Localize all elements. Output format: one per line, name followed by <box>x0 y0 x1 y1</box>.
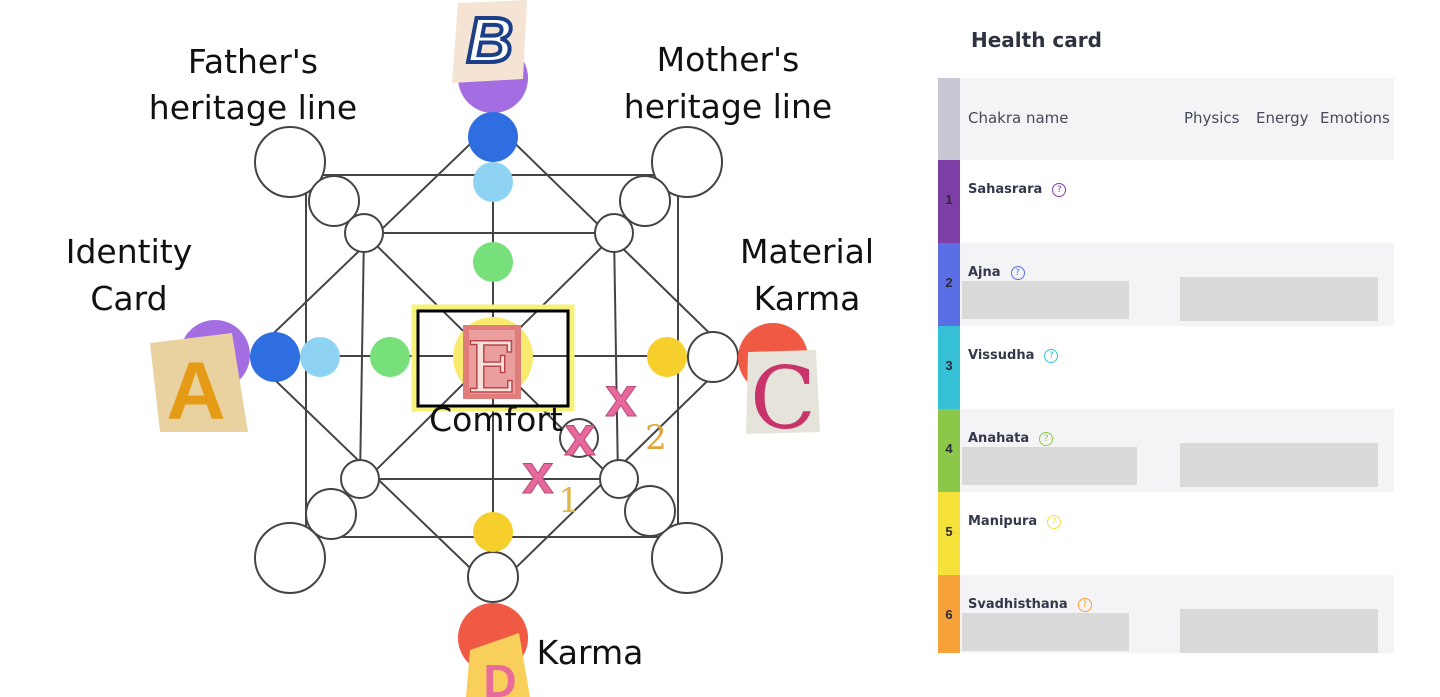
marker-sub-2: 2 <box>645 418 667 458</box>
table-row[interactable]: 1 Sahasrara? <box>938 160 1394 243</box>
dot-top-green <box>473 242 513 282</box>
label-material-line2: Karma <box>754 279 861 318</box>
table-row[interactable]: 3 Vissudha? <box>938 326 1394 409</box>
chakra-number: 2 <box>945 275 953 290</box>
redacted-block <box>962 281 1129 319</box>
comfort-box <box>416 309 570 408</box>
dot-top-blue <box>468 112 518 162</box>
marker-x-mid: x <box>564 404 595 467</box>
dot-left-blue <box>250 332 300 382</box>
letter-e: E <box>466 327 517 409</box>
label-identity-line2: Card <box>90 279 167 318</box>
chakra-name: Vissudha? <box>968 348 1059 363</box>
redacted-block <box>1180 609 1378 653</box>
chakra-color-strip <box>938 326 960 409</box>
table-header: Chakra name Physics Energy Emotions <box>938 78 1394 160</box>
help-icon[interactable]: ? <box>1052 183 1067 197</box>
chakra-color-strip <box>938 492 960 575</box>
health-card: Health card Chakra name Physics Energy E… <box>930 0 1410 697</box>
table-row[interactable]: 5 Manipura? <box>938 492 1394 575</box>
corner-circle-top-right <box>651 126 723 198</box>
chakra-name: Manipura? <box>968 514 1062 529</box>
chakra-number: 4 <box>945 441 953 456</box>
label-karma: Karma <box>537 633 644 672</box>
corner-circle-bottom-left <box>254 522 326 594</box>
chakra-name-text: Ajna <box>968 265 1001 280</box>
header-emotions: Emotions <box>1320 109 1390 127</box>
marker-x-2: x <box>605 365 636 428</box>
chakra-color-strip <box>938 243 960 326</box>
chakra-name-text: Anahata <box>968 431 1030 446</box>
marker-x-1: x <box>522 442 553 505</box>
chakra-color-strip <box>938 160 960 243</box>
comfort-box-glow <box>411 304 575 412</box>
help-icon[interactable]: ? <box>1077 598 1092 612</box>
help-icon[interactable]: ? <box>1044 349 1059 363</box>
label-identity-line1: Identity <box>66 232 192 271</box>
dot-left-green <box>370 337 410 377</box>
chakra-name: Ajna? <box>968 265 1025 280</box>
help-icon[interactable]: ? <box>1039 432 1054 446</box>
chakra-number: 5 <box>945 524 953 539</box>
redacted-block <box>1180 443 1378 487</box>
label-mother-line1: Mother's <box>657 40 800 79</box>
table-row[interactable]: 6 Svadhisthana? <box>938 575 1394 653</box>
chakra-name: Svadhisthana? <box>968 597 1092 612</box>
header-chakra-name: Chakra name <box>968 109 1069 127</box>
dot-right-yellow <box>647 337 687 377</box>
letter-b: B <box>467 4 513 76</box>
header-energy: Energy <box>1256 109 1309 127</box>
corner-circle-top-left <box>254 126 326 198</box>
redacted-block <box>962 447 1137 485</box>
chakra-name: Anahata? <box>968 431 1054 446</box>
chakra-number: 6 <box>945 607 953 622</box>
chakra-name-text: Sahasrara <box>968 182 1043 197</box>
letter-a: A <box>166 346 225 437</box>
chakra-name-text: Svadhisthana <box>968 597 1068 612</box>
corner-circle-bottom-right <box>651 522 723 594</box>
chakra-number: 1 <box>945 192 953 207</box>
dot-left-lightblue <box>300 337 340 377</box>
help-icon[interactable]: ? <box>1010 266 1025 280</box>
marker-sub-1: 1 <box>558 481 580 521</box>
redacted-block <box>1180 277 1378 321</box>
label-comfort: Comfort <box>429 400 563 439</box>
chakra-number: 3 <box>945 358 953 373</box>
redacted-block <box>962 613 1129 651</box>
chakra-name: Sahasrara? <box>968 182 1067 197</box>
health-card-title: Health card <box>971 28 1102 52</box>
letter-b-tile <box>452 0 527 83</box>
table-row[interactable]: 4 Anahata? <box>938 409 1394 492</box>
chakra-color-strip <box>938 409 960 492</box>
label-father-line1: Father's <box>188 42 318 81</box>
table-row[interactable]: 2 Ajna? <box>938 243 1394 326</box>
chakra-color-strip <box>938 575 960 653</box>
letter-d-tile <box>466 633 530 697</box>
letter-c-tile <box>746 350 820 434</box>
label-father-line2: heritage line <box>149 88 357 127</box>
letter-c: C <box>750 349 816 449</box>
dot-bottom-yellow <box>473 512 513 552</box>
letter-d: D <box>483 655 516 697</box>
chakra-diagram: E A B C D Father's heritage line Mother'… <box>66 0 874 697</box>
chakra-name-text: Vissudha <box>968 348 1035 363</box>
header-physics: Physics <box>1184 109 1240 127</box>
label-material-line1: Material <box>740 232 874 271</box>
chakra-name-text: Manipura <box>968 514 1038 529</box>
dot-top-lightblue <box>473 162 513 202</box>
help-icon[interactable]: ? <box>1047 515 1062 529</box>
letter-a-tile <box>150 333 248 432</box>
label-mother-line2: heritage line <box>624 87 832 126</box>
